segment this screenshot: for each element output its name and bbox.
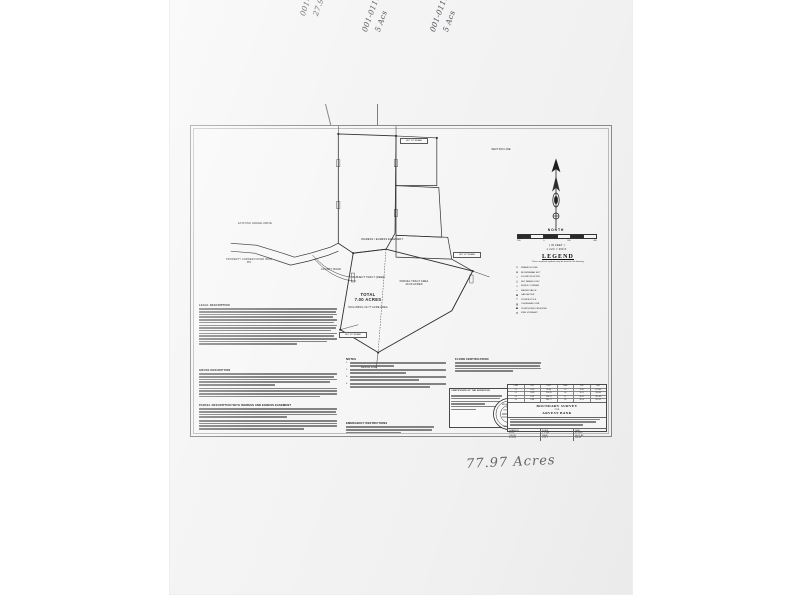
text-block-gross-description: GROSS DESCRIPTION xyxy=(199,369,337,398)
legend-item: ☉POWER POLE xyxy=(515,297,537,302)
parcel-description-body xyxy=(199,408,337,418)
legend-subtitle: These standard symbols may be found in t… xyxy=(531,261,585,264)
text-block-parcel-description: PARCEL DESCRIPTION WITH INGRESS AND EGRE… xyxy=(199,404,337,431)
title-field: SCALE 1" = 200' SHEET 1 OF 1 xyxy=(541,428,574,441)
north-arrow-label: NORTH xyxy=(547,228,565,232)
legend-symbol-icon: △ xyxy=(515,279,519,284)
title-block-fields: DRAWN BY R.L.H. JOB NO. 07-0619 SCALE 1"… xyxy=(508,428,606,441)
legend-item: ⊕GAS METER xyxy=(515,292,535,297)
scale-caption: ( IN FEET ) xyxy=(549,243,565,247)
map-corner-callout-ne: SET 1/2" REBAR xyxy=(400,138,428,145)
map-label-existing-drive: EXISTING GRAVEL DRIVE xyxy=(238,222,272,225)
handwritten-total-acreage: 77.97 Acres xyxy=(465,453,556,472)
legend: LEGEND These standard symbols may be fou… xyxy=(515,254,601,316)
title-block-certification xyxy=(508,418,606,429)
legend-item: ┳OVERHEAD LINE xyxy=(516,301,540,306)
emergency-restrictions-heading: EMERGENCY RESTRICTIONS xyxy=(346,422,388,425)
map-label-property-corner: PROPERTY CORNER FOUND IRON PIN xyxy=(226,258,272,265)
legend-symbol-icon: ☉ xyxy=(515,297,519,302)
gross-description-body xyxy=(199,373,337,386)
title-field: DRAWN BY R.L.H. JOB NO. 07-0619 xyxy=(508,428,541,441)
scale-bar-ticks xyxy=(517,234,597,240)
legal-description-body xyxy=(199,308,337,345)
legend-item: ■TELEPHONE PEDESTAL xyxy=(516,306,548,311)
text-block-legal-description: LEGAL DESCRIPTION xyxy=(199,304,337,346)
notes-item: 3. xyxy=(346,376,446,381)
legend-item: ▪FENCE CORNER xyxy=(516,283,540,288)
survey-title-line1: BOUNDARY SURVEY xyxy=(536,404,578,409)
notes-item: 4. xyxy=(346,383,446,388)
parcel-description-heading: PARCEL DESCRIPTION WITH INGRESS AND EGRE… xyxy=(199,404,292,407)
legend-symbol-icon: ┳ xyxy=(516,301,518,306)
leader-line-2 xyxy=(377,104,378,134)
survey-client-name: ARVEST BANK xyxy=(542,411,572,416)
legend-item: ✕FIRE HYDRANT xyxy=(515,310,538,315)
map-label-easement: INGRESS / EGRESS EASEMENT xyxy=(360,238,404,241)
scanned-document-page: 001-011143-001 27.99 Acs 001-011154-001 … xyxy=(170,0,632,594)
scale-bar-numbers: 200 0 200 400 xyxy=(517,239,597,242)
map-label-fence: FENCE LINE xyxy=(360,366,378,369)
legend-symbol-icon: ● xyxy=(516,270,518,275)
title-field: DATE 07-18-07 FIELD BK 214-33 xyxy=(575,429,584,440)
flood-certification-heading: FLOOD CERTIFICATION xyxy=(455,358,489,361)
emergency-restrictions-body xyxy=(346,426,434,434)
legend-items: □FRAME HOUSE ●IRON/REBAR SET ○FOUND IRON… xyxy=(515,266,601,315)
text-block-flood-certification: FLOOD CERTIFICATION xyxy=(455,358,541,373)
handwritten-parcel-acreage-1: 27.99 Acs xyxy=(311,0,333,17)
legend-item: ─WATER VALVE xyxy=(515,288,537,293)
legend-title: LEGEND xyxy=(542,254,574,260)
survey-title-line2: FOR xyxy=(554,408,560,412)
map-corner-callout-se: SET 1/2" REBAR xyxy=(339,332,367,339)
notes-list: 1. 2. 3. 4. xyxy=(346,362,446,388)
notes-item: 2. xyxy=(346,369,446,374)
legend-symbol-icon: ■ xyxy=(516,306,518,311)
legend-item: ●IRON/REBAR SET xyxy=(516,270,541,275)
survey-drawing-border: SUBJECT TRACT (DEED) TOTAL 7.00 ACRES IN… xyxy=(190,125,612,441)
legend-symbol-icon: ▪ xyxy=(516,283,518,288)
title-block-name: BOUNDARY SURVEY FOR ARVEST BANK xyxy=(508,403,606,418)
scale-bar: 200 0 200 400 ( IN FEET ) 1 inch = 200 f… xyxy=(517,234,597,251)
legal-description-heading: LEGAL DESCRIPTION xyxy=(199,304,230,307)
text-block-notes: NOTES 1. 2. 3. 4. xyxy=(346,358,446,390)
legend-item: △SET BRASS DISC xyxy=(515,279,540,284)
gross-description-calls xyxy=(199,387,337,398)
notes-heading: NOTES xyxy=(346,358,357,361)
north-arrow: NORTH xyxy=(521,156,591,251)
legend-symbol-icon: ─ xyxy=(515,288,519,293)
legend-symbol-icon: ✕ xyxy=(515,310,519,315)
parcel-geometry xyxy=(191,126,611,436)
legend-symbol-icon: ⊕ xyxy=(515,292,519,297)
legend-symbol-icon: ○ xyxy=(516,274,518,279)
map-corner-callout-e: SET 1/2" REBAR xyxy=(453,252,481,259)
map-label-road: COUNTY ROAD xyxy=(320,268,342,271)
parcel-label-total-acres: TOTAL 7.00 ACRES xyxy=(354,292,382,303)
legend-item: ○FOUND IRON PIN xyxy=(516,274,540,279)
gross-description-heading: GROSS DESCRIPTION xyxy=(199,369,231,372)
surveyor-certificate-heading: CERTIFICATE OF THE SURVEYOR xyxy=(451,390,490,393)
parcel-label-south-tract: PARCEL TRACT AREA 40.00 ACRES xyxy=(399,280,429,287)
parcel-description-calls xyxy=(199,420,337,430)
legend-symbol-icon: □ xyxy=(516,265,518,270)
text-block-emergency-restrictions: EMERGENCY RESTRICTIONS xyxy=(346,422,434,434)
scale-ratio: 1 inch = 200 ft. xyxy=(546,247,568,251)
legend-item: □FRAME HOUSE xyxy=(516,265,538,270)
parcel-label-total-area-note: INCLUDING 40.77 ACRE AREA xyxy=(348,306,388,309)
flood-certification-body xyxy=(455,362,541,372)
surveyor-certificate-body xyxy=(451,395,506,411)
parcel-label-subject-tract: SUBJECT TRACT (DEED) xyxy=(352,276,386,279)
map-label-section-line: SECTION LINE xyxy=(491,148,511,151)
notes-item: 1. xyxy=(346,362,446,367)
